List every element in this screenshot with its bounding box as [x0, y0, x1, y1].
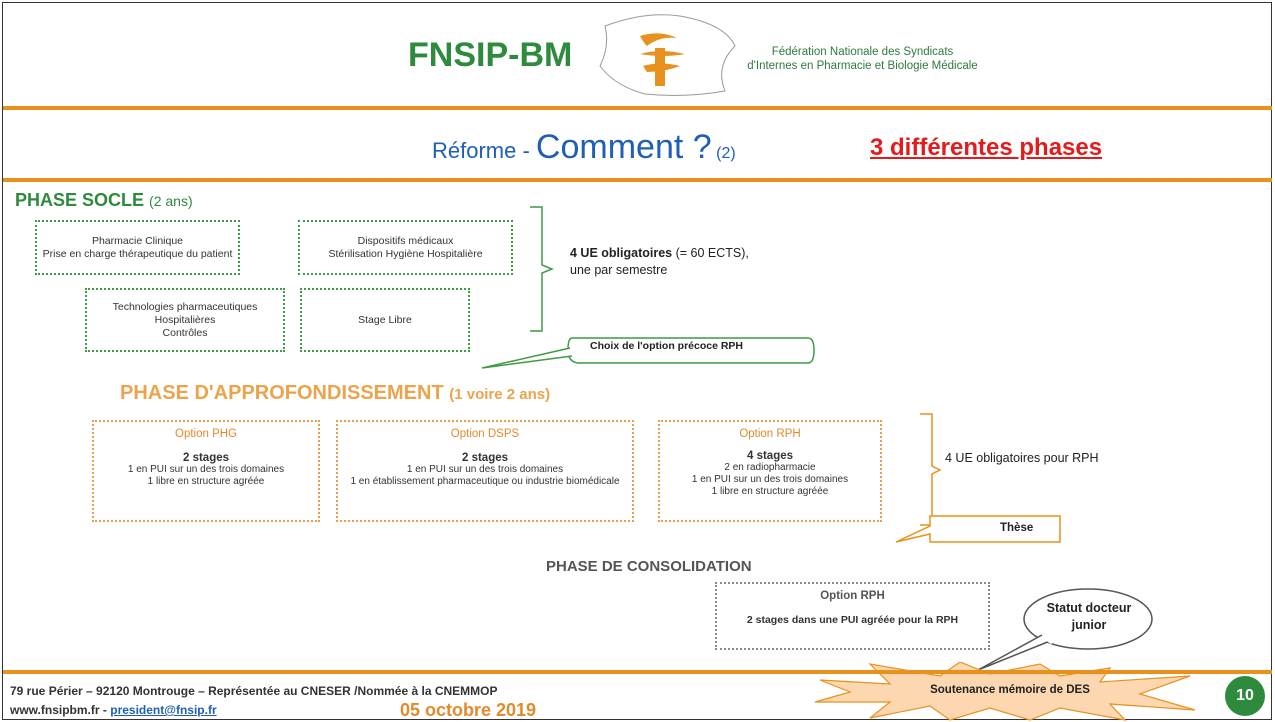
- footer-email-link[interactable]: president@fnsip.fr: [110, 703, 217, 717]
- federation-line2: d'Internes en Pharmacie et Biologie Médi…: [747, 60, 978, 72]
- socle-box-stage-libre: Stage Libre: [300, 288, 470, 352]
- option-phg-title: Option PHG: [175, 428, 237, 440]
- socle-box-clinique: Pharmacie Clinique Prise en charge théra…: [35, 220, 240, 275]
- consolidation-option-text: 2 stages dans une PUI agréée pour la RPH: [746, 614, 959, 626]
- option-phg-box: Option PHG 2 stages 1 en PUI sur un des …: [92, 420, 320, 522]
- speech-bubble-shape: [977, 588, 1153, 671]
- phases-heading: 3 différentes phases: [870, 134, 1103, 161]
- socle-note: 4 UE obligatoires (= 60 ECTS), une par s…: [570, 245, 749, 279]
- option-phg-stages: 2 stages: [182, 452, 230, 464]
- option-rph-detail: 2 en radiopharmacie 1 en PUI sur un des …: [691, 462, 849, 497]
- option-dsps-detail: 1 en PUI sur un des trois domaines 1 en …: [350, 464, 620, 487]
- socle-note-bold: 4 UE obligatoires: [570, 246, 673, 260]
- footer-address: 79 rue Périer – 92120 Montrouge – Représ…: [10, 684, 498, 698]
- phase-approfondissement-duration: (1 voire 2 ans): [449, 386, 551, 403]
- socle-box-technologies: Technologies pharmaceutiques Hospitalièr…: [85, 288, 285, 352]
- statut-bubble: Statut docteur junior: [1046, 601, 1132, 632]
- option-dsps-stages: 2 stages: [461, 452, 509, 464]
- title-prefix: Réforme -: [432, 138, 536, 163]
- socle-note-line2: une par semestre: [570, 263, 668, 277]
- footer-separator: -: [99, 703, 111, 717]
- socle-callout-shape: [481, 337, 815, 369]
- option-rph-title: Option RPH: [739, 428, 801, 440]
- footer-website[interactable]: www.fnsipbm.fr: [10, 703, 100, 717]
- header-divider: [3, 106, 1272, 110]
- title-divider: [3, 178, 1272, 182]
- logo-text: FNSIP-BM: [408, 36, 573, 74]
- caduceus-logo-icon: [599, 14, 736, 96]
- phase-socle-title: PHASE SOCLE: [15, 190, 145, 210]
- phase-approfondissement-heading: PHASE D'APPROFONDISSEMENT (1 voire 2 ans…: [120, 382, 550, 405]
- socle-brace-icon: [530, 206, 555, 332]
- option-rph-stages: 4 stages: [746, 450, 794, 462]
- phase-socle-duration: (2 ans): [149, 193, 193, 209]
- socle-note-rest: (= 60 ECTS),: [672, 246, 749, 260]
- page-number: 10: [1236, 687, 1254, 704]
- these-callout-shape: [895, 515, 1061, 543]
- option-dsps-title: Option DSPS: [450, 428, 520, 440]
- federation-name: Fédération Nationale des Syndicats d'Int…: [740, 45, 985, 73]
- consolidation-option-title: Option RPH: [820, 590, 885, 602]
- rph-note: 4 UE obligatoires pour RPH: [945, 451, 1099, 465]
- option-phg-detail: 1 en PUI sur un des trois domaines 1 lib…: [127, 464, 285, 487]
- these-callout: Thèse: [1000, 522, 1034, 534]
- soutenance-burst-shape: [814, 662, 1196, 721]
- footer-date: 05 octobre 2019: [400, 700, 537, 720]
- federation-line1: Fédération Nationale des Syndicats: [771, 46, 954, 58]
- option-rph-box: Option RPH 4 stages 2 en radiopharmacie …: [658, 420, 882, 522]
- soutenance-burst: Soutenance mémoire de DES: [930, 684, 1090, 696]
- footer-divider: [3, 670, 1272, 674]
- option-dsps-box: Option DSPS 2 stages 1 en PUI sur un des…: [336, 420, 634, 522]
- footer-contact: www.fnsipbm.fr - president@fnsip.fr: [10, 703, 217, 717]
- socle-callout: Choix de l'option précoce RPH: [590, 340, 744, 352]
- phase-consolidation-heading: PHASE DE CONSOLIDATION: [546, 558, 752, 575]
- approfondissement-brace-icon: [920, 413, 942, 526]
- socle-box-dispositifs: Dispositifs médicaux Stérilisation Hygiè…: [298, 220, 513, 275]
- title-suffix: (2): [716, 145, 736, 162]
- slide-title: Réforme - Comment ? (2): [432, 128, 736, 167]
- phase-approfondissement-title: PHASE D'APPROFONDISSEMENT: [120, 382, 444, 404]
- title-main: Comment ?: [535, 128, 712, 166]
- consolidation-option-box: Option RPH 2 stages dans une PUI agréée …: [715, 582, 990, 650]
- page-number-badge: 10: [1225, 676, 1265, 716]
- phase-socle-heading: PHASE SOCLE (2 ans): [15, 190, 193, 211]
